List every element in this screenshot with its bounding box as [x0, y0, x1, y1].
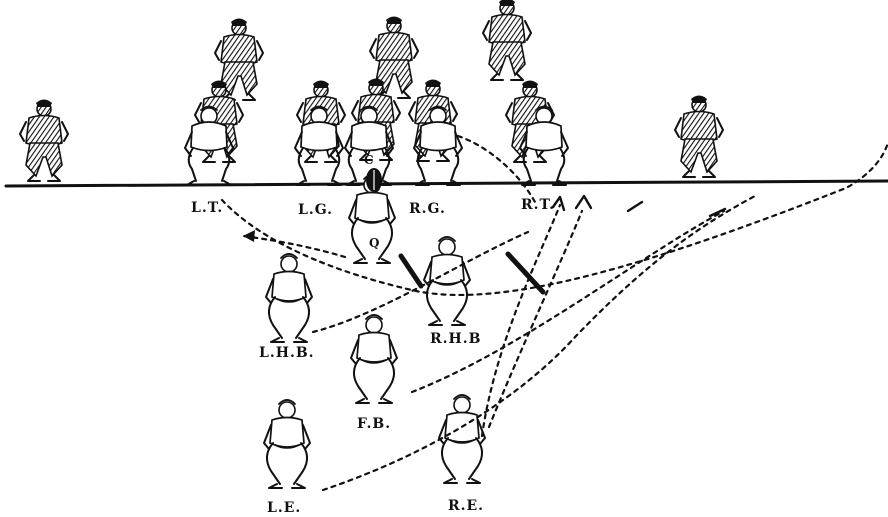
label-quarterback: Q [369, 236, 379, 250]
label-right-tackle: R.T. [521, 197, 555, 213]
offense-right-end [438, 394, 486, 484]
label-left-end: L.E. [267, 500, 301, 516]
label-right-halfback: R.H.B [430, 331, 481, 347]
offense-left-end [263, 399, 311, 489]
route-right-end-inside [480, 203, 562, 438]
arrow-head-icon [626, 200, 644, 213]
arrow-head-icon [708, 207, 727, 218]
defender-right-back [482, 0, 532, 81]
line-of-scrimmage [4, 179, 888, 188]
route-right-tackle [456, 134, 537, 204]
label-center: C [364, 153, 374, 167]
label-left-tackle: L.T. [191, 200, 223, 216]
label-right-guard: R.G. [409, 201, 446, 217]
arrow-head-icon [243, 230, 255, 242]
defender-left-end [19, 98, 69, 182]
label-right-end: R.E. [448, 498, 484, 514]
route-left-halfback [311, 230, 530, 334]
label-fullback: F.B. [357, 416, 391, 432]
arrow-head-icon [551, 195, 566, 212]
route-fullback [410, 209, 726, 394]
offense-fullback [350, 314, 398, 404]
defender-right-end [674, 94, 724, 178]
route-left-end [321, 194, 757, 492]
label-left-guard: L.G. [298, 202, 333, 218]
offense-left-halfback [265, 253, 313, 343]
block-mark-right [505, 251, 546, 295]
route-left-tackle-sweep [220, 140, 888, 297]
arrow-head-icon [574, 194, 593, 210]
label-left-halfback: L.H.B. [259, 345, 315, 361]
route-right-end [487, 209, 584, 429]
block-mark-left [398, 253, 424, 289]
route-quarterback-back [241, 234, 347, 259]
